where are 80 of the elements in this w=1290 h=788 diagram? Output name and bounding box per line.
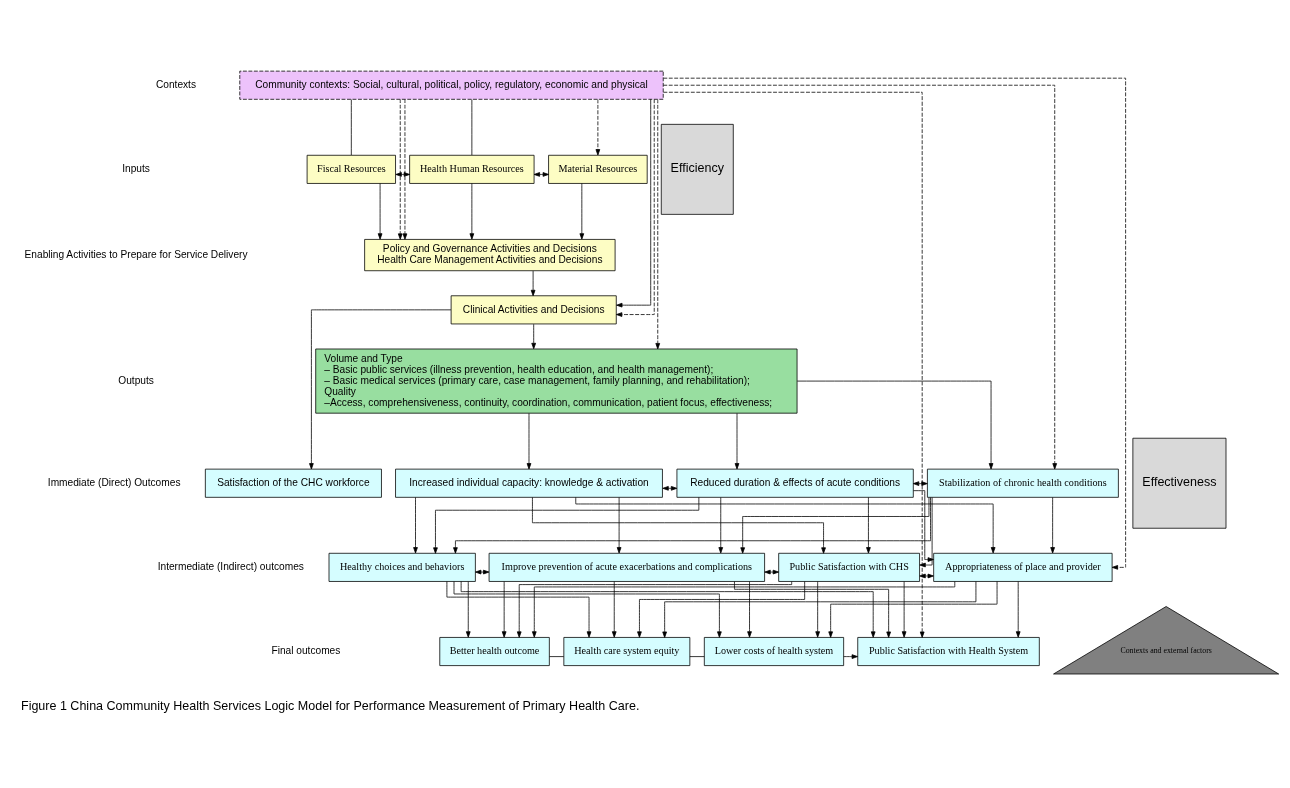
node-box: Healthy choices and behaviors	[328, 552, 476, 582]
label: Enabling Activities to Prepare for Service Delivery	[24, 248, 248, 260]
connector	[549, 656, 565, 657]
arrow	[747, 581, 752, 638]
node-box: Policy and Governance Activities and Decisions Health Care Management Activities and Decisions	[364, 239, 616, 272]
arrow	[1015, 581, 1021, 638]
arrow	[413, 497, 418, 554]
label: Final outcomes	[271, 645, 341, 657]
node-box: Health Human Resources	[409, 154, 535, 184]
arrow	[901, 581, 907, 638]
arrow	[501, 581, 507, 638]
arrow	[531, 581, 956, 638]
arrow	[453, 497, 931, 554]
arrow	[764, 569, 779, 575]
arrow	[740, 497, 930, 554]
arrow	[637, 581, 806, 638]
node-box: Increased individual capacity: knowledge & activation	[395, 468, 663, 498]
arrow	[1050, 497, 1055, 554]
arrow	[516, 581, 793, 638]
caption: Figure 1 China Community Health Services Logic Model for Performance Measurement of Primary Health Care.	[20, 698, 640, 713]
arrow	[377, 183, 383, 240]
arrow	[919, 497, 933, 568]
arrow	[843, 654, 858, 659]
node-box: Volume and Type – Basic public services (illness prevention, health education, and health management); – Basic medical services (primary care, case management, family planning, and rehabilitation); Quality –Access, comprehensiveness, continuity, coordination, communication, patient focus, effectiveness;	[315, 348, 798, 414]
arrow	[663, 91, 925, 638]
arrow	[446, 581, 592, 638]
arrow	[530, 270, 536, 297]
node-box: Reduced duration & effects of acute conditions	[676, 468, 914, 498]
node-box: Fiscal Resources	[306, 154, 396, 184]
arrow	[309, 309, 452, 470]
arrow	[531, 323, 536, 350]
arrow	[866, 497, 871, 554]
arrow	[575, 497, 996, 554]
arrow	[815, 581, 820, 638]
arrow	[532, 497, 826, 554]
node-box: Stabilization of chronic health conditions	[927, 468, 1119, 498]
arrow	[662, 486, 678, 491]
arrow	[453, 581, 722, 638]
node-box: Better health outcome	[439, 637, 550, 666]
node-box: Satisfaction of the CHC workforce	[204, 468, 382, 498]
arrow	[475, 569, 490, 575]
node-box: Lower costs of health system	[703, 637, 845, 666]
arrow	[828, 581, 998, 638]
node-box: Health care system equity	[563, 637, 691, 666]
label: Immediate (Direct) Outcomes	[47, 476, 181, 488]
node-box: Appropriateness of place and provider	[933, 552, 1113, 582]
arrow	[526, 413, 532, 470]
label: Outputs	[118, 374, 154, 386]
arrow	[913, 490, 934, 562]
connector	[689, 656, 705, 657]
arrow	[718, 497, 724, 554]
arrow	[734, 413, 740, 470]
node-box: Community contexts: Social, cultural, political, policy, regulatory, economic and physical	[239, 70, 664, 100]
arrow	[616, 497, 622, 554]
arrow	[919, 573, 934, 579]
node-box: Efficiency	[660, 123, 734, 215]
arrow	[796, 380, 994, 470]
label: Inputs	[122, 163, 150, 175]
arrow	[579, 183, 585, 240]
node-box: Improve prevention of acute exacerbations and complications	[488, 552, 765, 582]
arrow	[465, 581, 471, 638]
arrow	[662, 84, 1058, 470]
arrow	[655, 99, 661, 350]
arrow	[663, 77, 1126, 570]
node-box: Clinical Activities and Decisions	[450, 295, 617, 325]
node-box: Public Satisfaction with Health System	[857, 637, 1040, 666]
connector	[350, 99, 352, 156]
arrow	[912, 481, 928, 486]
arrow	[734, 581, 891, 638]
node-box: Material Resources	[548, 154, 648, 184]
arrow	[595, 99, 601, 156]
arrow	[433, 497, 700, 554]
label: Contexts	[155, 78, 197, 90]
node-box: Public Satisfaction with CHS	[778, 552, 920, 582]
label: Intermediate (Indirect) outcomes	[157, 561, 304, 573]
arrow	[460, 581, 876, 638]
arrow	[611, 581, 617, 638]
arrow	[469, 183, 475, 240]
node-box: Effectiveness	[1132, 437, 1227, 529]
arrow	[662, 581, 977, 638]
